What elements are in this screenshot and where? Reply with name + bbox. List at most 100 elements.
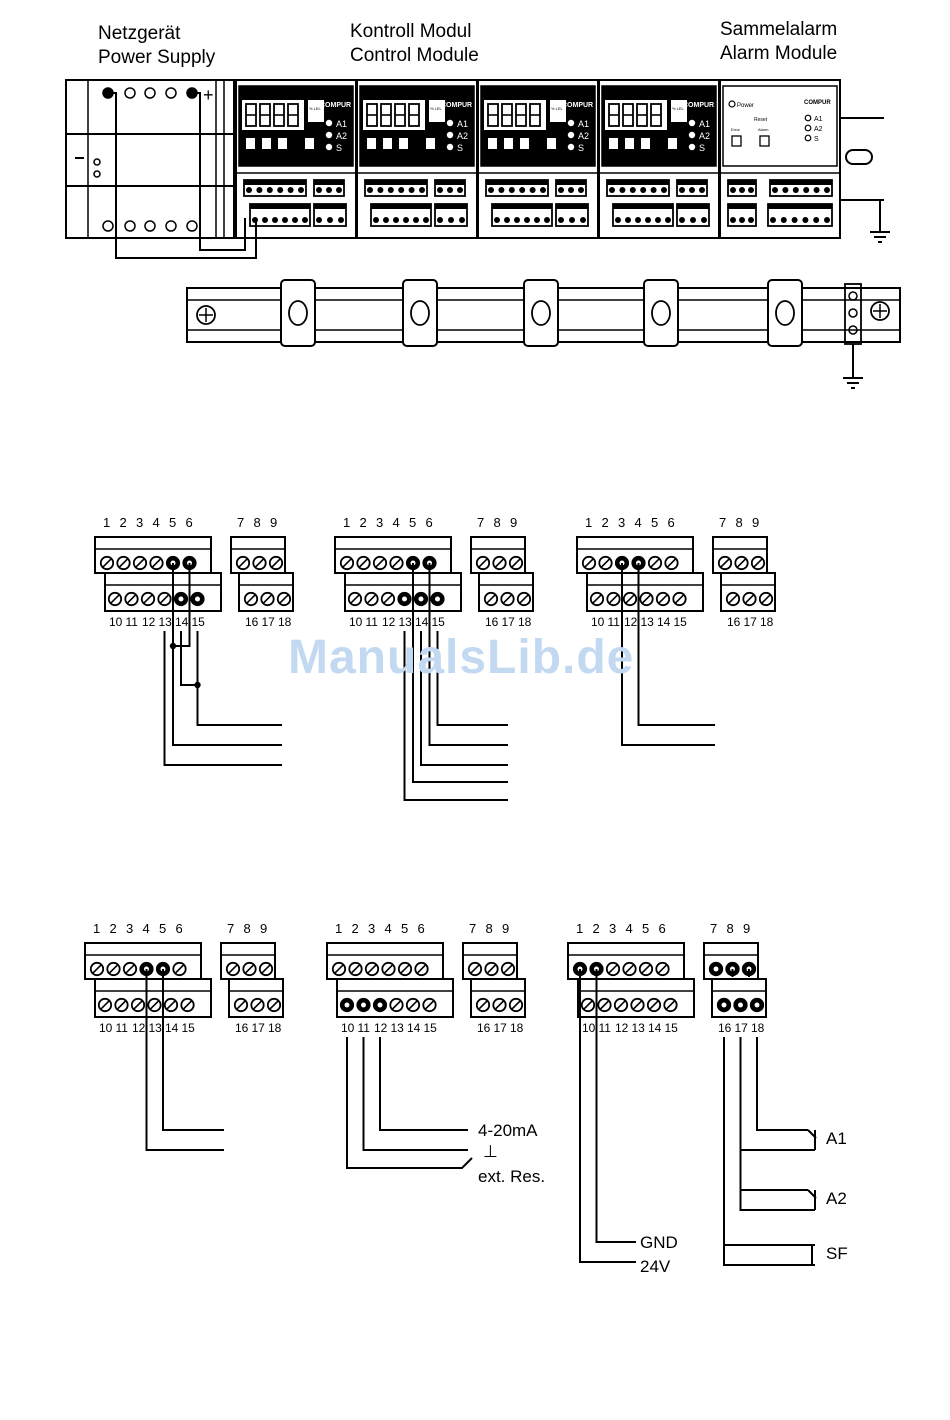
terminal-number: 18 xyxy=(278,615,292,629)
terminal-screw xyxy=(398,187,405,193)
terminal-top xyxy=(435,204,467,209)
terminal-top xyxy=(250,204,310,209)
terminal-screw xyxy=(483,591,499,607)
terminal-screw xyxy=(99,555,115,571)
terminal-number: 18 xyxy=(268,1021,282,1035)
indicator-led xyxy=(93,158,101,166)
screw-center xyxy=(195,596,200,602)
terminal-screw xyxy=(758,591,774,607)
led-label: A2 xyxy=(699,131,710,141)
screw-slot xyxy=(135,558,145,568)
wire xyxy=(346,1037,473,1169)
alarm-module-label-de: Sammelalarm xyxy=(720,19,838,40)
terminal-number: 8 xyxy=(254,515,261,530)
terminal-number: 5 xyxy=(642,921,649,936)
reset-button xyxy=(759,135,770,147)
terminal-number: 10 xyxy=(99,1021,113,1035)
led-label: S xyxy=(457,143,463,153)
rail-clip xyxy=(767,279,803,347)
ps-terminal xyxy=(144,87,156,99)
clip-hole xyxy=(410,300,430,326)
terminal-screw xyxy=(190,591,205,607)
screw-slot xyxy=(358,558,369,568)
terminal-screw xyxy=(339,997,355,1013)
label-ext-reset: ext. Res. xyxy=(478,1167,545,1186)
terminal-screw xyxy=(716,997,732,1013)
terminal-screw xyxy=(534,217,540,223)
terminal-screw xyxy=(364,961,380,977)
terminal-screw xyxy=(638,961,654,977)
terminal-screw xyxy=(606,591,621,607)
terminal-screw xyxy=(437,187,443,193)
terminal-number: 8 xyxy=(244,921,251,936)
terminal-number: 9 xyxy=(510,515,517,530)
terminal-screw xyxy=(544,217,550,223)
earth-terminal xyxy=(844,283,862,345)
unit-window xyxy=(308,100,324,122)
terminal-screw xyxy=(772,187,778,193)
terminal-screw xyxy=(124,591,139,607)
terminal-number: 7 xyxy=(710,921,717,936)
terminal-screw xyxy=(558,217,564,223)
terminal-screw xyxy=(540,187,546,193)
wire xyxy=(723,1037,815,1246)
terminal-screw xyxy=(508,187,515,193)
terminal-screw xyxy=(578,187,584,193)
mounting-screw xyxy=(870,301,890,321)
terminal-number: 5 xyxy=(409,515,416,530)
led-label: A1 xyxy=(699,119,710,129)
screw-slot xyxy=(334,964,344,974)
terminal-number: 5 xyxy=(651,515,658,530)
screw-slot xyxy=(366,594,377,604)
terminal-screw xyxy=(268,555,284,571)
led-label: A2 xyxy=(814,126,823,133)
rail-clip xyxy=(280,279,316,347)
screw-slot xyxy=(720,558,730,568)
terminal-number: 3 xyxy=(368,921,375,936)
terminal-screw xyxy=(459,217,465,223)
terminal-screw xyxy=(475,997,491,1013)
terminal-number: 12 xyxy=(624,615,638,629)
terminal-screw xyxy=(679,217,685,223)
terminal-top xyxy=(556,180,586,185)
ps-terminal xyxy=(124,220,136,232)
terminal-screw xyxy=(430,591,445,607)
terminal-screw xyxy=(132,555,148,571)
terminal-screw xyxy=(437,217,443,223)
terminal-screw xyxy=(508,997,524,1013)
terminal-screw xyxy=(650,187,657,193)
led-A2 xyxy=(325,131,333,139)
terminal-screw xyxy=(629,187,636,193)
terminal-screw xyxy=(387,187,394,193)
led-S xyxy=(446,143,454,151)
terminal-number: 7 xyxy=(719,515,726,530)
terminal-screw xyxy=(235,555,251,571)
front-button xyxy=(367,138,376,149)
terminal-screw xyxy=(405,997,421,1013)
screw-slot xyxy=(383,594,393,604)
front-button xyxy=(488,138,497,149)
screw-slot xyxy=(269,1000,279,1010)
terminal-screw xyxy=(748,187,754,193)
screw-slot xyxy=(261,964,271,974)
label-4-20mA: 4-20mA xyxy=(478,1121,538,1140)
terminal-top xyxy=(371,204,431,209)
terminal-number: 13 xyxy=(632,1021,646,1035)
screw-slot xyxy=(118,558,129,568)
terminal-number: 16 xyxy=(727,615,741,629)
terminal-number: 10 xyxy=(349,615,363,629)
terminal-top xyxy=(728,204,756,209)
screw-slot xyxy=(608,964,618,974)
terminal-top xyxy=(314,204,346,209)
terminal-screw xyxy=(701,217,707,223)
terminal-screw xyxy=(690,217,696,223)
wire xyxy=(723,1245,815,1266)
terminal-screw xyxy=(393,217,399,223)
terminal-screw xyxy=(580,997,596,1013)
led-A2 xyxy=(804,124,812,132)
terminal-screw xyxy=(598,555,613,571)
terminal-screw xyxy=(381,961,396,977)
